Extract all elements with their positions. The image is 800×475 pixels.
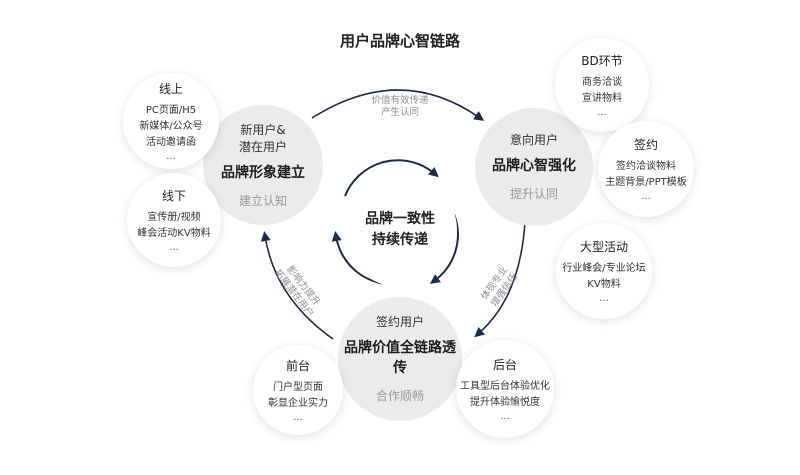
touchpoint-bd-item: 宣讲物料 (582, 92, 622, 104)
flow-label-top: 价值有效传递 产生认同 (358, 95, 442, 119)
center-line-2: 持续传递 (372, 232, 428, 248)
touchpoint-offline-item: 峰会活动KV物料 (137, 227, 211, 239)
stage-brand-mind-strengthen: 意向用户 品牌心智强化 提升认同 (475, 108, 593, 226)
touchpoint-event-item: 行业峰会/专业论坛 (562, 262, 646, 274)
stage-intent-headline: 品牌心智强化 (492, 158, 576, 174)
arc-signed-to-build (260, 231, 334, 340)
stage-signed-headline: 品牌价值全链路透传 (344, 340, 456, 376)
stage-signed-sub: 签约用户 (375, 315, 424, 329)
touchpoint-sign-item: 主题背景/PPT模板 (605, 176, 687, 188)
ring-arc-top (344, 159, 439, 197)
touchpoint-bd: BD环节 商务洽谈 宣讲物料 ... (555, 38, 649, 132)
touchpoint-online-item: 新媒体/公众号 (139, 120, 203, 132)
flow-top-line-1: 价值有效传递 (371, 95, 429, 106)
center-node: 品牌一致性 持续传递 (343, 173, 457, 287)
center-line-1: 品牌一致性 (365, 211, 435, 227)
touchpoint-front-item: 彰显企业实力 (268, 397, 328, 409)
touchpoint-sign-more: ... (641, 190, 651, 202)
touchpoint-online-item: 活动邀请函 (146, 136, 196, 148)
touchpoint-offline: 线下 宣传册/视频 峰会活动KV物料 ... (127, 173, 221, 267)
touchpoint-offline-more: ... (169, 241, 179, 253)
touchpoint-front-title: 前台 (285, 358, 310, 373)
stage-build-sub-1: 新用户& (240, 122, 286, 137)
stage-brand-image-build: 新用户& 潜在用户 品牌形象建立 建立认知 (203, 105, 323, 225)
touchpoint-back: 后台 工具型后台体验优化 提升体验愉悦度 ... (456, 340, 554, 438)
touchpoint-bd-more: ... (597, 106, 607, 118)
stage-build-note: 建立认知 (238, 193, 287, 208)
stage-intent-sub: 意向用户 (509, 133, 558, 147)
touchpoint-front-item: 门户型页面 (273, 381, 323, 393)
flow-top-line-2: 产生认同 (380, 107, 419, 118)
touchpoint-event-title: 大型活动 (579, 239, 628, 254)
touchpoint-sign: 签约 签约洽谈物料 主题背景/PPT模板 ... (598, 121, 694, 217)
touchpoint-back-item: 提升体验愉悦度 (470, 396, 540, 408)
stage-build-headline: 品牌形象建立 (221, 164, 305, 181)
touchpoint-offline-title: 线下 (161, 188, 186, 203)
stage-signed-note: 合作顺畅 (375, 389, 424, 403)
touchpoint-front: 前台 门户型页面 彰显企业实力 ... (253, 345, 343, 435)
arc-build-to-intent (311, 89, 485, 121)
touchpoint-sign-item: 签约洽谈物料 (616, 160, 676, 172)
diagram-title: 用户品牌心智链路 (339, 32, 460, 50)
touchpoint-event-more: ... (599, 292, 609, 304)
stage-brand-value-delivery: 签约用户 品牌价值全链路透传 合作顺畅 (338, 297, 462, 421)
touchpoint-bd-title: BD环节 (581, 53, 623, 68)
touchpoint-sign-title: 签约 (633, 137, 658, 152)
stage-build-sub-2: 潜在用户 (238, 139, 287, 154)
touchpoint-event: 大型活动 行业峰会/专业论坛 KV物料 ... (556, 223, 652, 319)
touchpoint-front-more: ... (293, 411, 303, 423)
touchpoint-online: 线上 PC页面/H5 新媒体/公众号 活动邀请函 ... (123, 73, 219, 169)
touchpoint-bd-item: 商务洽谈 (582, 76, 622, 88)
touchpoint-offline-item: 宣传册/视频 (147, 211, 201, 223)
touchpoint-back-item: 工具型后台体验优化 (460, 380, 550, 392)
stage-intent-note: 提升认同 (509, 187, 558, 201)
touchpoint-event-item: KV物料 (587, 278, 621, 290)
touchpoint-online-title: 线上 (158, 81, 183, 96)
touchpoint-back-title: 后台 (492, 357, 517, 372)
touchpoint-online-more: ... (166, 150, 176, 162)
arc-intent-to-signed (474, 221, 526, 338)
touchpoint-online-item: PC页面/H5 (145, 104, 197, 116)
touchpoint-back-more: ... (500, 410, 510, 422)
